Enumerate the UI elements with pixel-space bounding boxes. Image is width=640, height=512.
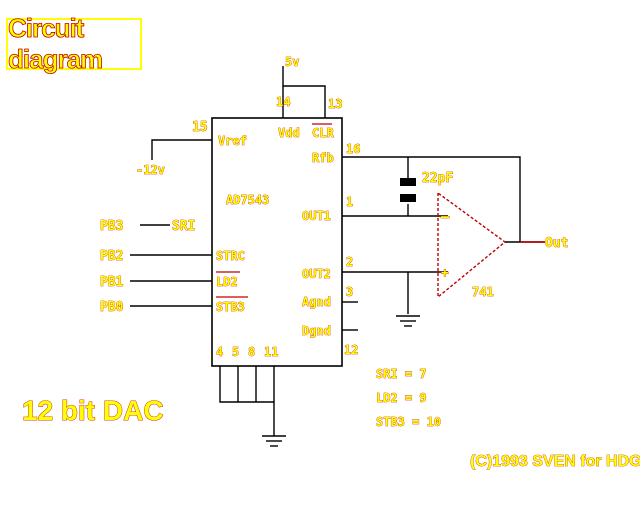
output-label: Out	[545, 236, 568, 251]
ld2-label: LD2	[216, 275, 238, 289]
ic-body	[211, 117, 343, 367]
capacitor-plate-bottom	[400, 194, 416, 202]
dac-caption: 12 bit DAC	[22, 395, 164, 426]
ground-icon	[396, 315, 420, 327]
opamp-minus-sign: –	[441, 209, 450, 225]
out1-label: OUT1	[302, 209, 331, 223]
ground-icon	[262, 435, 286, 447]
pb3-signal-label: SRI	[172, 219, 195, 234]
pin-15-label: 15	[192, 120, 208, 135]
copyright-footer: (C)1993 SVEN for HDG	[470, 453, 640, 470]
bottom-pin-11: 11	[264, 345, 278, 359]
bottom-pin-5: 5	[232, 345, 239, 359]
pin-note-ld2: LD2 = 9	[376, 391, 427, 405]
opamp-label: 741	[472, 285, 494, 299]
rfb-label: Rfb	[312, 151, 334, 165]
out1-pin-label: 1	[346, 195, 353, 209]
port-pb3-label: PB3	[100, 219, 123, 234]
diagram-title: Circuit diagram	[8, 13, 104, 75]
opamp-plus-sign: +	[441, 266, 449, 281]
opamp-741	[437, 191, 507, 299]
bottom-pin-4: 4	[216, 345, 223, 359]
port-pb0-label: PB0	[100, 300, 124, 315]
bottom-pin-8: 8	[248, 345, 255, 359]
vref-label: Vref	[218, 134, 247, 148]
capacitor-label: 22pF	[422, 171, 453, 186]
dgnd-pin-label: 12	[344, 343, 358, 357]
vref-wire	[151, 139, 212, 160]
vdd-label: Vdd	[278, 126, 300, 140]
clr-label: CLR	[312, 126, 334, 140]
rfb-pin-label: 16	[346, 142, 360, 156]
agnd-pin-label: 3	[346, 285, 353, 299]
vref-supply-label: -12v	[136, 163, 165, 177]
agnd-label: Agnd	[302, 295, 331, 309]
dgnd-label: Dgnd	[302, 324, 331, 338]
rfb-wire	[342, 156, 521, 242]
pin-13-label: 13	[328, 97, 342, 111]
bottom-ground-wire	[219, 366, 275, 436]
capacitor-plate-top	[400, 178, 416, 186]
pin-note-stb3: STB3 = 10	[376, 415, 441, 429]
supply-wire	[282, 66, 326, 118]
pin-note-sri: SRI = 7	[376, 367, 427, 381]
out2-pin-label: 2	[346, 255, 353, 269]
ic-name-label: AD7543	[226, 193, 269, 207]
supply-label: 5v	[285, 55, 299, 69]
stb3-label: STB3	[216, 300, 245, 314]
title-box: Circuit diagram	[6, 13, 142, 74]
out2-label: OUT2	[302, 267, 331, 281]
pin-14-label: 14	[276, 95, 290, 109]
port-pb1-label: PB1	[100, 275, 124, 290]
strc-label: STRC	[216, 249, 245, 263]
port-pb2-label: PB2	[100, 249, 123, 264]
